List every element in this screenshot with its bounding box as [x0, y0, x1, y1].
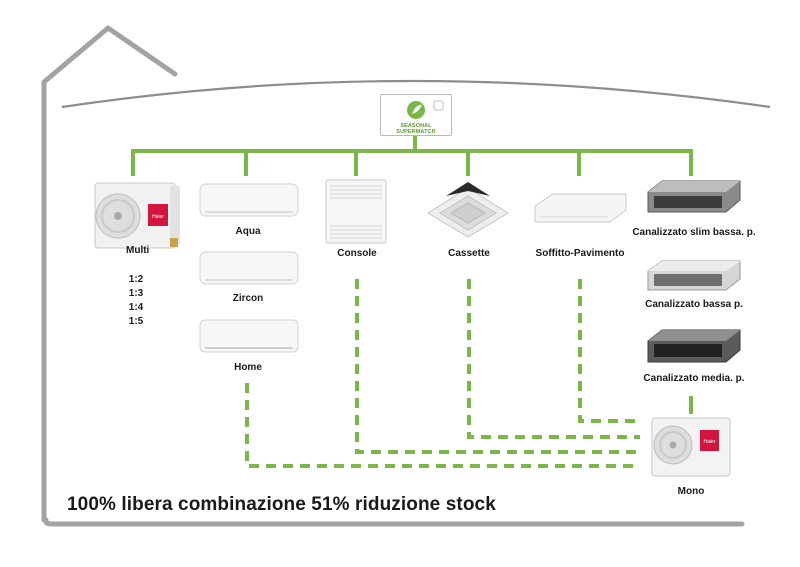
zircon-label: Zircon	[232, 293, 264, 304]
aqua-unit	[199, 183, 299, 217]
home-unit	[199, 319, 299, 353]
canalizzato-media-unit	[647, 329, 741, 363]
svg-text:Haier: Haier	[152, 214, 164, 220]
canalizzato-slim-label: Canalizzato slim bassa. p.	[632, 227, 756, 238]
tagline: 100% libera combinazione 51% riduzione s…	[67, 494, 496, 515]
cassette-label: Cassette	[448, 248, 490, 259]
canalizzato-bassa-unit	[647, 260, 741, 291]
connection-tree	[131, 135, 693, 414]
aqua-label: Aqua	[235, 226, 261, 237]
mono-label: Mono	[677, 486, 705, 497]
cassette-unit	[427, 182, 509, 238]
console-label: Console	[337, 248, 377, 259]
house-outline	[41, 25, 745, 527]
leaf-icon	[407, 100, 444, 119]
svg-text:Haier: Haier	[704, 439, 716, 445]
multi-label: Multi	[126, 245, 150, 256]
soffitto-pavimento-unit	[534, 193, 627, 223]
multi-ratio: 1:2	[128, 274, 144, 285]
mono-outdoor-unit: Haier	[651, 417, 731, 477]
canalizzato-bassa-label: Canalizzato bassa p.	[645, 299, 743, 310]
multi-ratio: 1:3	[128, 288, 144, 299]
zircon-unit	[199, 251, 299, 285]
multi-ratio: 1:5	[128, 316, 144, 327]
multi-outdoor-unit: Haier	[94, 182, 180, 249]
seasonal-supermatch-logo: SEASONAL SUPERMATCH	[380, 94, 452, 136]
console-unit	[325, 179, 387, 244]
roof-curve	[61, 79, 771, 109]
multi-ratio: 1:4	[128, 302, 144, 313]
dashed-connections	[245, 279, 640, 468]
home-label: Home	[234, 362, 262, 373]
canalizzato-slim-unit	[647, 180, 741, 213]
soffitto-pavimento-label: Soffitto-Pavimento	[535, 248, 625, 259]
canalizzato-media-label: Canalizzato media. p.	[643, 373, 745, 384]
logo-label: SEASONAL SUPERMATCH	[396, 123, 436, 135]
multi-ratio-list: 1:2 1:3 1:4 1:5	[118, 261, 154, 329]
